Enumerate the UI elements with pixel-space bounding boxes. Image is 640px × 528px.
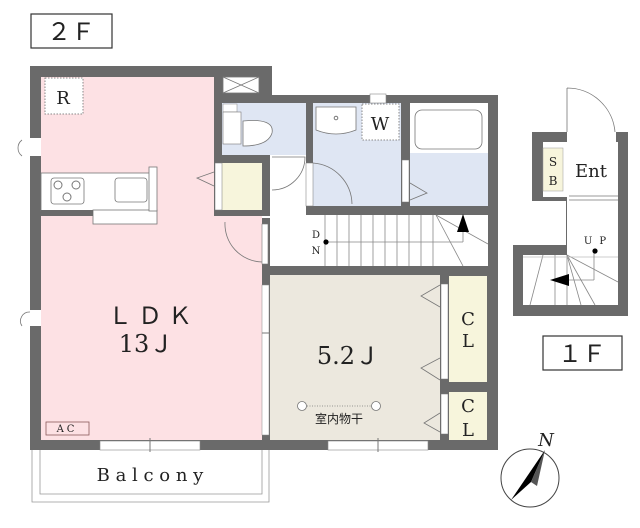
stairs-down-label-d: D (312, 230, 320, 241)
storage-closet (222, 163, 262, 210)
compass-north-label: N (537, 430, 555, 451)
washbasin-icon (315, 106, 357, 135)
closet-1-label-l: L (462, 331, 474, 352)
refrigerator-label: R (56, 88, 70, 109)
closet-2-label-c: C (461, 396, 475, 417)
bedroom-size: 5.2Ｊ (317, 342, 379, 370)
closet-1: C L (420, 276, 487, 382)
kitchen-counter (40, 166, 158, 225)
air-conditioner-label: AC (56, 424, 78, 435)
washer-label: W (371, 114, 390, 135)
entrance-label: Ent (575, 161, 608, 182)
closet-1-label-c: C (461, 309, 475, 330)
shoe-box (542, 147, 564, 192)
sink-icon (114, 177, 148, 203)
washer-space (361, 103, 400, 141)
room-washroom: W (305, 93, 401, 207)
floor-label-1f-text: １Ｆ (558, 340, 606, 368)
floor-1f: S B Ent U P (513, 87, 628, 316)
staircase-2f: D N (270, 214, 489, 267)
shoe-box-label-s: S (549, 155, 557, 169)
windows (99, 438, 429, 452)
balcony: B a l c o n y (31, 450, 270, 503)
closet-2: C L (423, 392, 487, 441)
room-bathroom (401, 103, 488, 206)
room-ldk: R ＬＤＫ 13Ｊ AC (17, 77, 269, 440)
compass-icon: N (500, 430, 560, 508)
stairs-down-label-n: N (312, 246, 321, 257)
room-toilet (222, 103, 306, 155)
air-conditioner (45, 421, 90, 436)
shoe-box-label-b: B (549, 174, 558, 188)
ldk-label: ＬＤＫ (108, 302, 198, 330)
bathtub-icon (414, 109, 483, 150)
sliding-door (261, 284, 270, 436)
entrance-door (566, 87, 616, 133)
door-swing (224, 221, 263, 263)
indoor-drying-label: 室内物干 (315, 411, 363, 426)
floor-label-1f: １Ｆ (542, 335, 623, 371)
floor-label-2f-text: ２Ｆ (47, 18, 95, 46)
balcony-label: B a l c o n y (97, 465, 205, 486)
arrow-left-icon (550, 274, 569, 286)
stairs-up-label: U P (584, 236, 608, 247)
ldk-size: 13Ｊ (119, 330, 174, 358)
arrow-up-icon (457, 214, 469, 232)
refrigerator-space (44, 77, 84, 115)
floor-label-2f: ２Ｆ (30, 13, 113, 49)
toilet-icon (242, 120, 273, 147)
stove-icon (50, 177, 85, 205)
closet-2-label-l: L (462, 420, 474, 441)
vent-icon (222, 76, 260, 94)
room-bedroom: 5.2Ｊ 室内物干 (261, 275, 440, 440)
